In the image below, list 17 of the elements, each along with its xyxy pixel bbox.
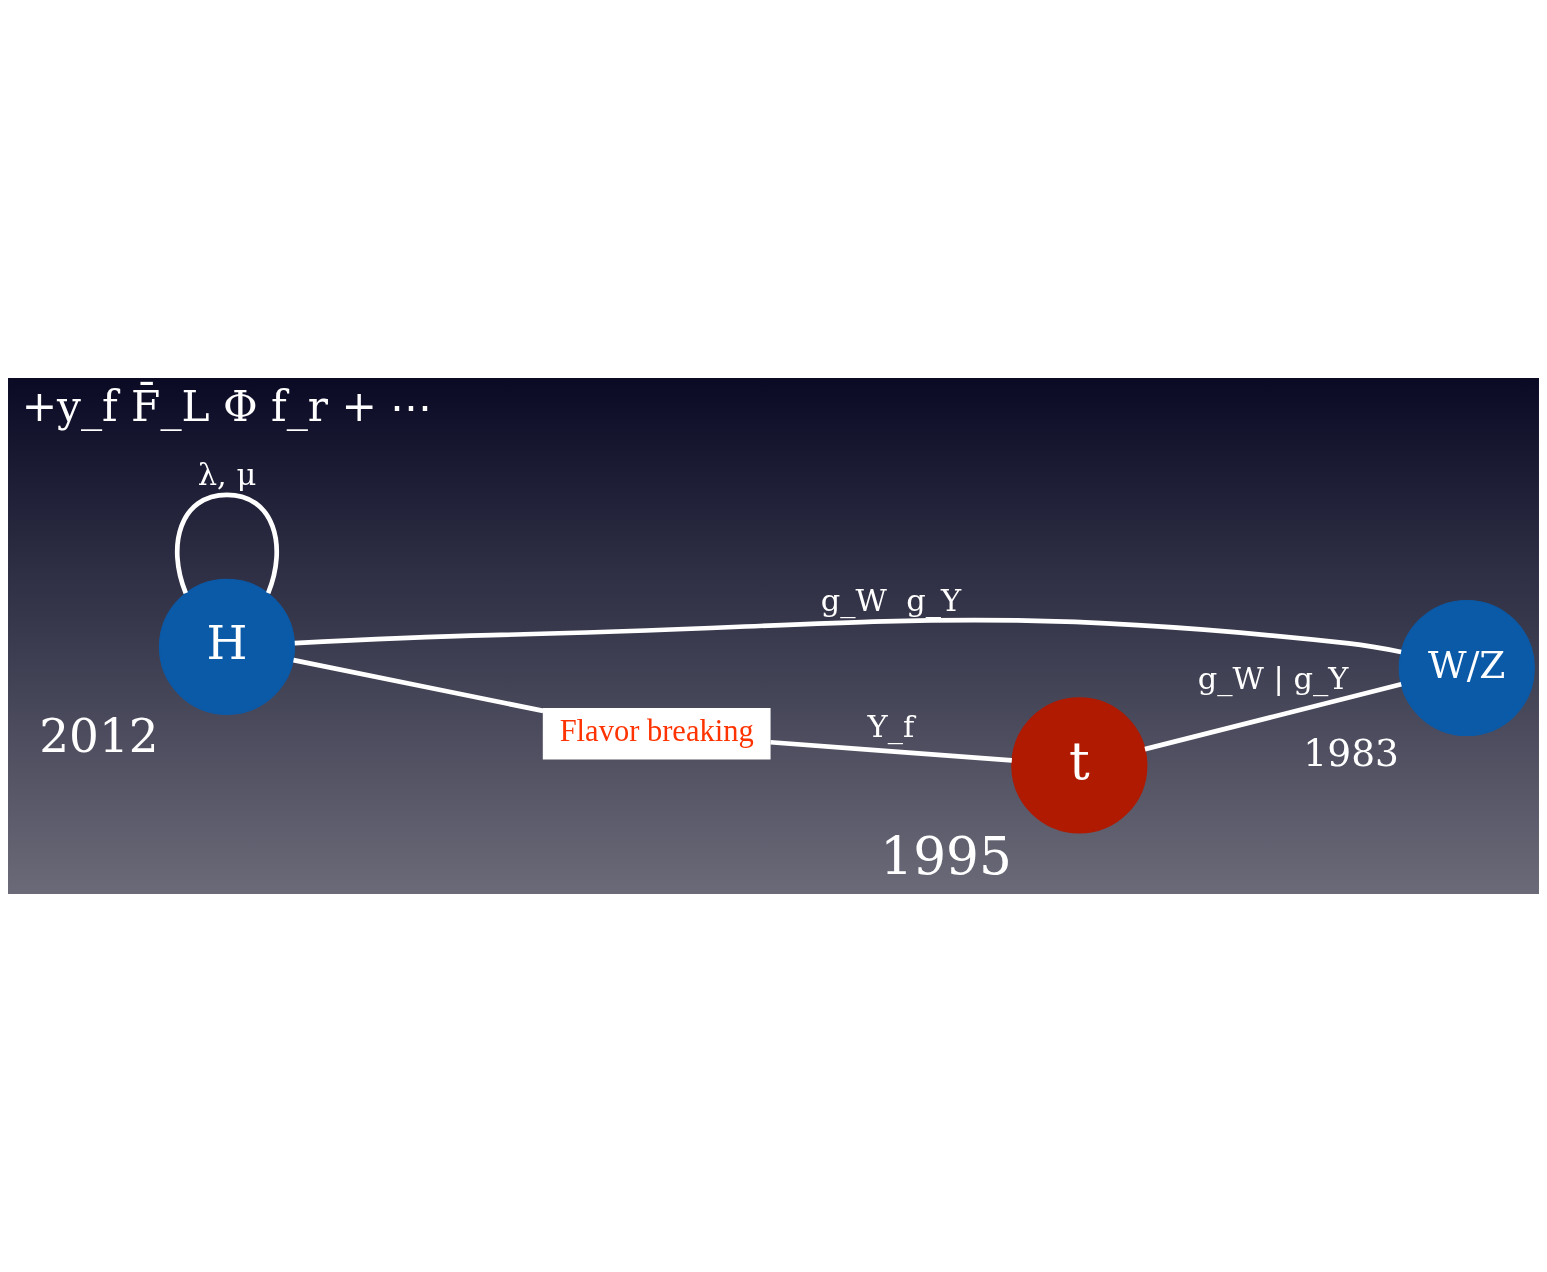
edge-label: g_W | g_Y xyxy=(1197,660,1349,696)
node-label: 2012 xyxy=(39,707,159,763)
connector xyxy=(175,492,279,594)
edge-label: λ, μ xyxy=(197,457,257,493)
node-label: 1983 xyxy=(1303,730,1399,775)
connector xyxy=(1144,682,1402,752)
edge-label: g_W g_Y xyxy=(820,583,962,619)
node-circle: H xyxy=(158,578,296,715)
node-circle: t xyxy=(1011,697,1148,834)
connector xyxy=(770,739,1012,763)
node-label: 1995 xyxy=(880,826,1012,887)
connector xyxy=(293,657,544,714)
connector xyxy=(294,617,1402,655)
label: +y_f F̄_L Φ f_r + ⋯ xyxy=(21,382,433,432)
node-box: Flavor breaking xyxy=(542,707,771,760)
edge-label: Y_f xyxy=(867,709,915,745)
node-circle: W/Z xyxy=(1398,599,1535,737)
